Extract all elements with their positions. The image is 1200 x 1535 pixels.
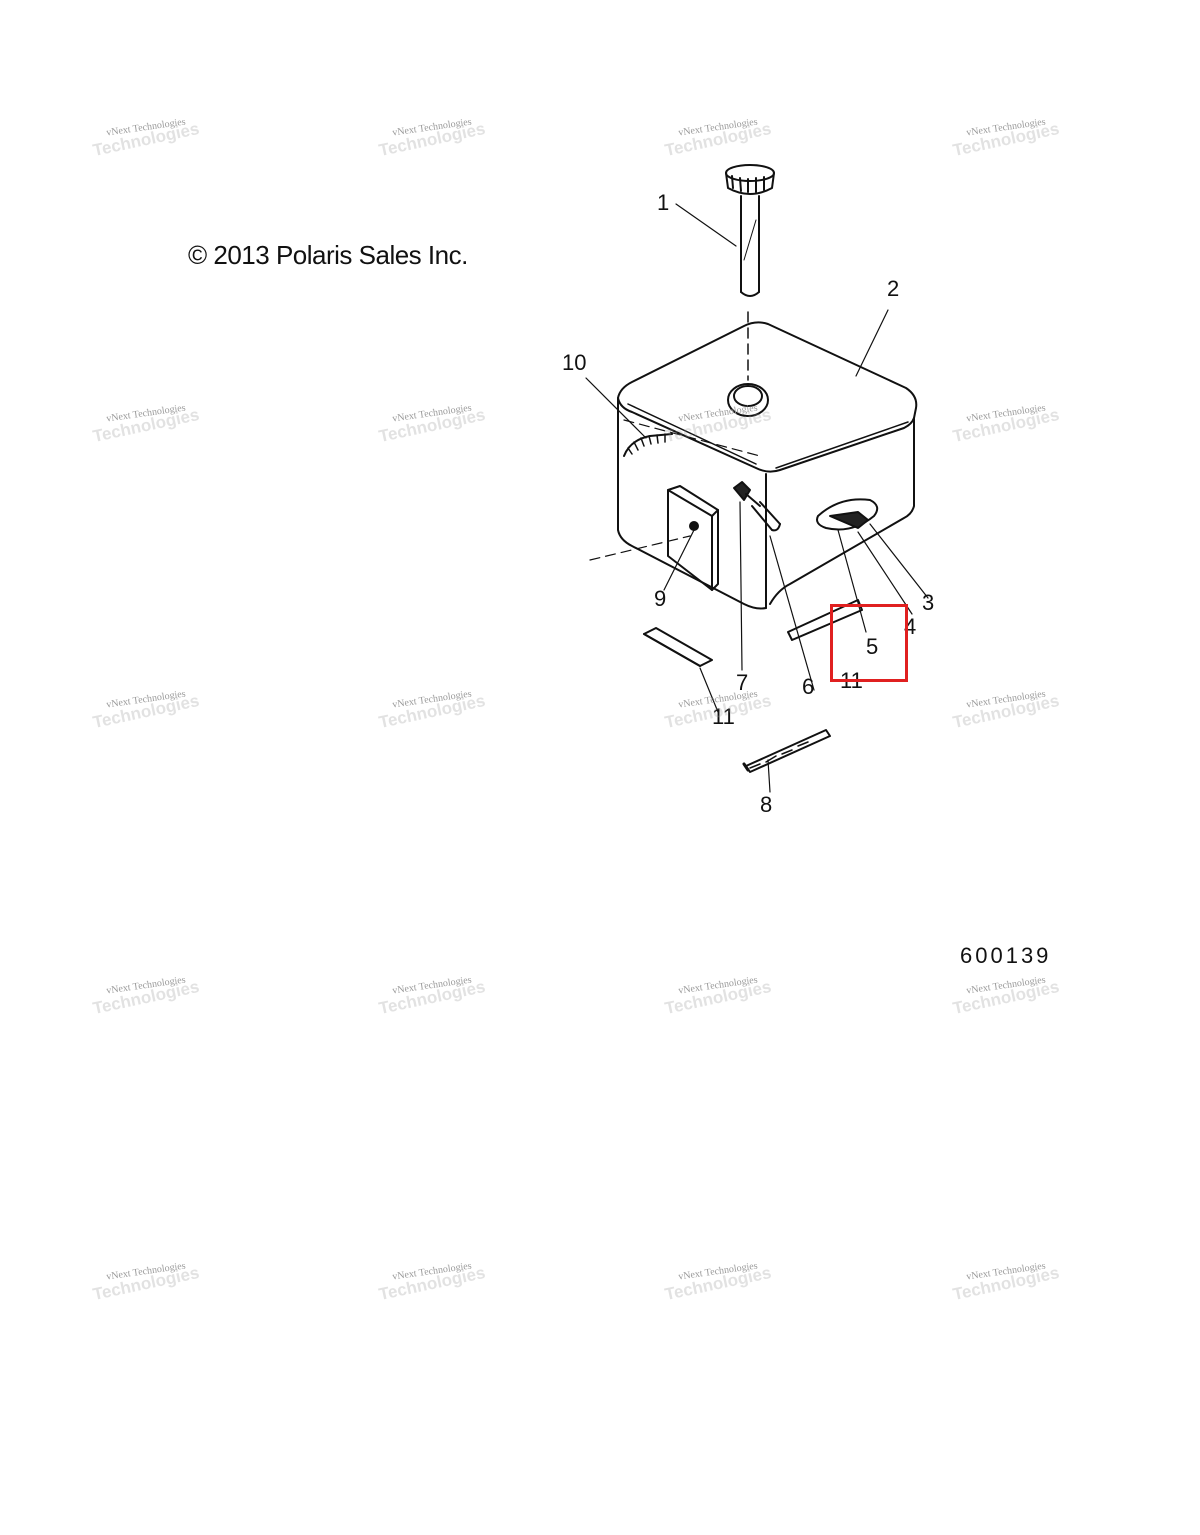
part-fuel-fitting[interactable]: [751, 501, 781, 532]
callout-3: 3: [922, 590, 934, 615]
part-fuel-tank[interactable]: [589, 311, 918, 610]
copyright-notice: © 2013 Polaris Sales Inc.: [188, 240, 468, 270]
callout-1: 1: [657, 190, 669, 215]
callout-2: 2: [887, 276, 899, 301]
callout-7: 7: [736, 670, 748, 695]
drawing-number: 600139: [960, 943, 1052, 968]
part-vent-hose[interactable]: [623, 433, 673, 457]
callout-11-left: 11: [712, 704, 735, 729]
part-strap[interactable]: [742, 729, 831, 773]
part-elbow-fitting[interactable]: [733, 481, 761, 507]
callout-5: 5: [866, 634, 878, 659]
callout-10: 10: [562, 350, 586, 375]
part-dipstick-cap[interactable]: [725, 164, 775, 297]
part-foam-pad-right[interactable]: [787, 599, 863, 641]
callout-8: 8: [760, 792, 772, 817]
part-bracket[interactable]: [667, 485, 719, 591]
part-fuel-valve[interactable]: [816, 498, 879, 531]
callout-9: 9: [654, 586, 666, 611]
callout-6: 6: [802, 674, 814, 699]
part-foam-pad-left[interactable]: [643, 627, 713, 667]
highlighted-callout-box: [830, 604, 908, 682]
leader-lines: [585, 203, 929, 793]
